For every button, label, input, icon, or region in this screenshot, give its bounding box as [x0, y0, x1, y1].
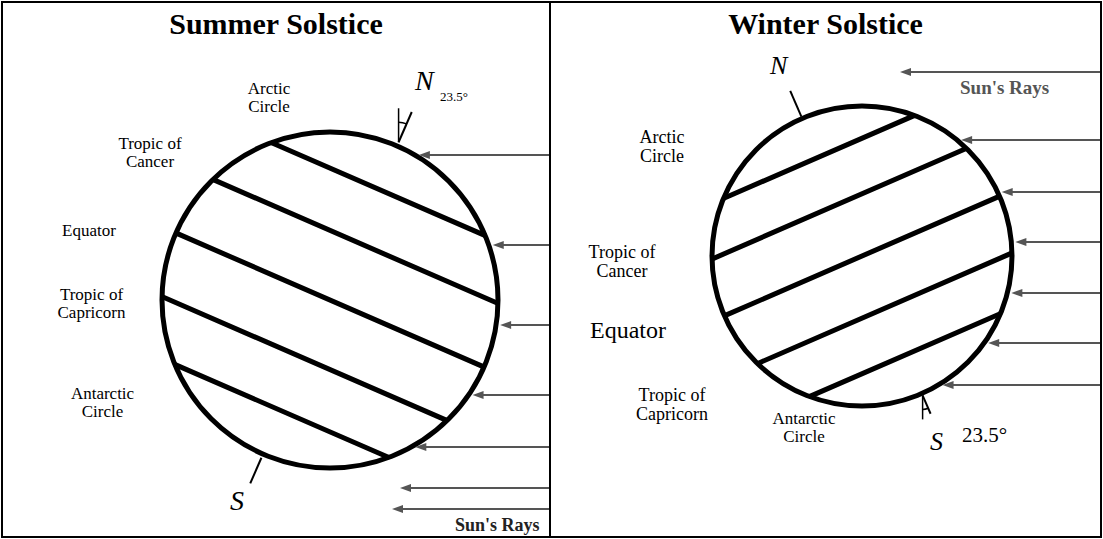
- panel-title: Winter Solstice: [551, 3, 1100, 40]
- ray-arrowhead: [1015, 238, 1026, 246]
- sun-ray: [996, 342, 1101, 344]
- ray-arrowhead: [1011, 289, 1022, 297]
- ray-arrowhead: [961, 136, 972, 144]
- sun-ray: [1019, 292, 1101, 294]
- earth-circle: [712, 106, 1012, 406]
- map-label: Tropic of Cancer: [576, 243, 668, 281]
- map-label: Tropic of Capricorn: [620, 386, 724, 424]
- sun-ray: [969, 139, 1101, 141]
- axis-line: [399, 112, 412, 142]
- sun-ray: [481, 394, 551, 396]
- latitude-line: [163, 297, 446, 420]
- ray-arrowhead: [1002, 188, 1013, 196]
- sun-ray: [1010, 191, 1101, 193]
- map-label: Arctic Circle: [240, 80, 298, 116]
- map-label: N: [770, 52, 787, 79]
- map-label: Sun's Rays: [455, 516, 540, 535]
- ray-arrowhead: [500, 321, 511, 329]
- sun-ray: [427, 154, 551, 156]
- sun-ray: [400, 508, 551, 510]
- ray-arrowhead: [473, 391, 484, 399]
- map-label: Arctic Circle: [620, 128, 704, 166]
- ray-arrowhead: [900, 68, 911, 76]
- sun-ray: [423, 446, 551, 448]
- sun-ray: [908, 71, 1101, 73]
- ray-arrowhead: [392, 505, 403, 513]
- ray-arrowhead: [415, 443, 426, 451]
- latitude-line: [713, 149, 966, 259]
- axis-line: [923, 395, 931, 413]
- map-label: Tropic of Cancer: [95, 135, 205, 171]
- map-label: Antarctic Circle: [55, 385, 150, 421]
- map-label: Sun's Rays: [960, 78, 1049, 98]
- latitude-line: [177, 233, 483, 366]
- sun-ray: [508, 324, 551, 326]
- axis-line: [250, 458, 261, 484]
- latitude-line: [214, 180, 497, 303]
- latitude-line: [725, 197, 998, 316]
- ray-arrowhead: [419, 151, 430, 159]
- latitude-line: [758, 253, 1011, 363]
- map-label: 23.5°: [440, 90, 468, 104]
- angle-arc: [399, 122, 407, 124]
- ray-arrowhead: [493, 241, 504, 249]
- latitude-line: [811, 314, 1000, 396]
- angle-reference: [922, 395, 924, 419]
- axis-line: [790, 91, 801, 117]
- angle-reference: [398, 108, 400, 142]
- map-label: Equator: [62, 222, 116, 240]
- map-label: 23.5°: [962, 424, 1007, 446]
- map-label: Tropic of Capricorn: [33, 286, 150, 322]
- map-label: Equator: [590, 318, 666, 343]
- map-label: S: [930, 428, 943, 455]
- map-label: Antarctic Circle: [760, 410, 848, 446]
- ray-arrowhead: [943, 381, 954, 389]
- ray-arrowhead: [400, 484, 411, 492]
- angle-arc: [923, 408, 929, 409]
- panel-title: Summer Solstice: [3, 3, 549, 40]
- map-label: N: [415, 66, 434, 95]
- sun-ray: [951, 384, 1101, 386]
- latitude-line: [176, 365, 388, 457]
- sun-ray: [408, 487, 551, 489]
- sun-ray: [501, 244, 551, 246]
- earth-circle: [162, 132, 498, 468]
- sun-ray: [1023, 241, 1101, 243]
- map-label: S: [230, 486, 244, 515]
- ray-arrowhead: [988, 339, 999, 347]
